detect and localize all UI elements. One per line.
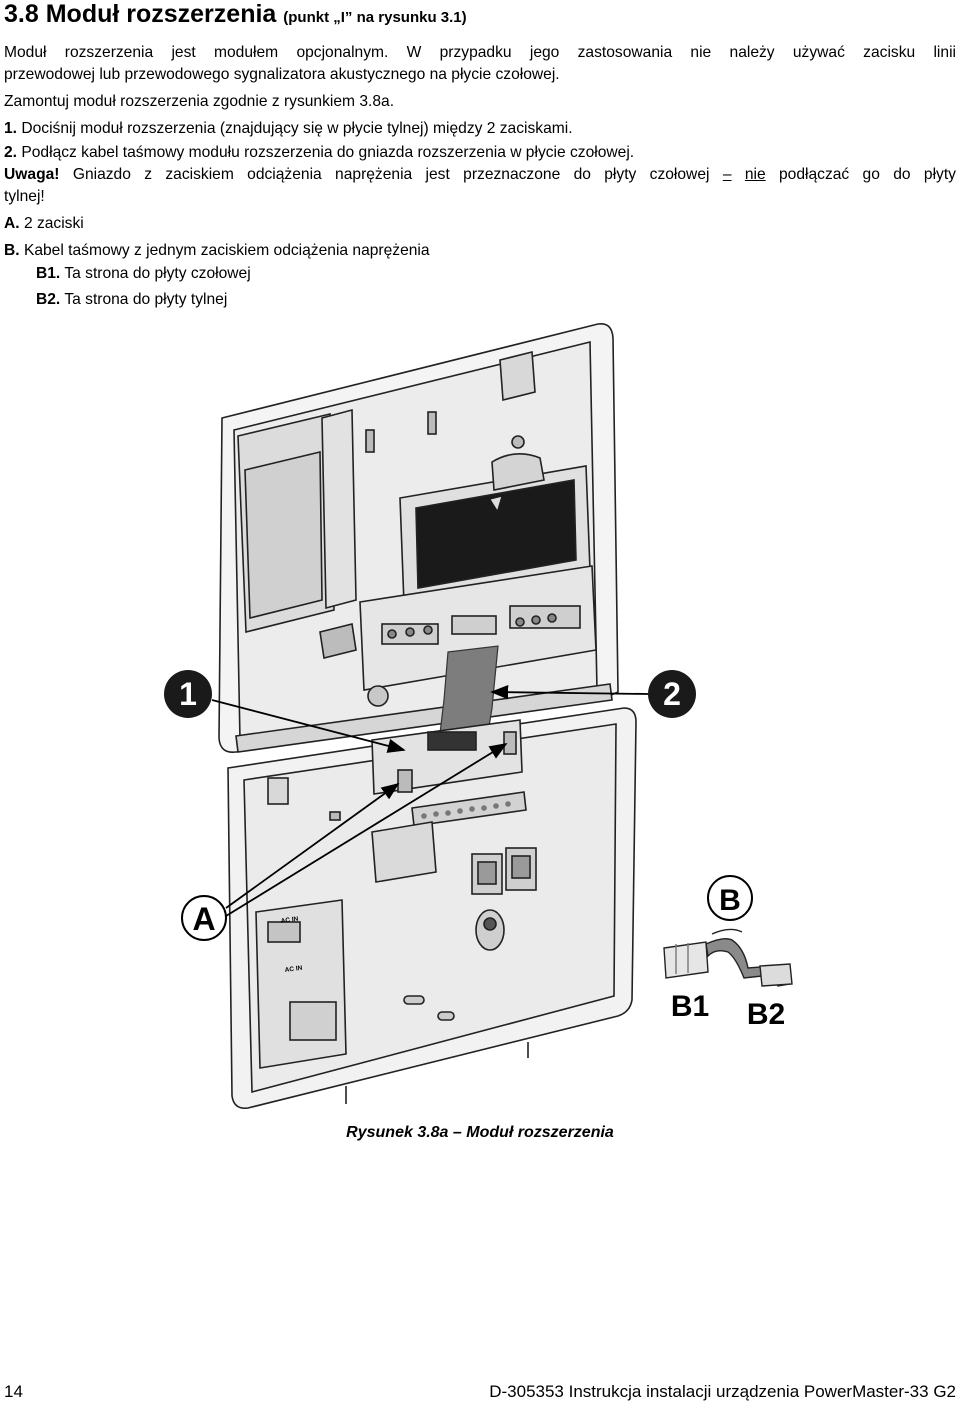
callout-1-label: 1	[179, 676, 197, 712]
expansion-module-figure: AC IN AC IN 1 2 A B	[164, 322, 793, 1110]
warning-label: Uwaga!	[4, 166, 60, 183]
callout-b2-label: B2	[747, 998, 785, 1031]
section-subtitle: (punkt „I” na rysunku 3.1)	[283, 9, 467, 26]
legend-b2-text: Ta strona do płyty tylnej	[64, 291, 228, 308]
legend-a: A. 2 zaciski	[4, 213, 956, 235]
callout-b: B	[707, 875, 753, 921]
step-1-text: Dociśnij moduł rozszerzenia (znajdujący …	[21, 120, 573, 137]
callout-1: 1	[164, 670, 406, 753]
legend-b2-label: B2.	[36, 291, 61, 308]
legend-b: B. Kabel taśmowy z jednym zaciskiem odci…	[4, 240, 956, 262]
warning-text-1: Gniazdo z zaciskiem odciążenia naprężeni…	[72, 166, 710, 183]
step-1: 1. Dociśnij moduł rozszerzenia (znajdują…	[4, 118, 956, 140]
legend-b1-text: Ta strona do płyty czołowej	[64, 265, 251, 282]
section-number: 3.8	[4, 0, 39, 28]
legend-a-label: A.	[4, 215, 20, 232]
step-2-number: 2.	[4, 144, 18, 161]
intro-line-1: Moduł rozszerzenia jest modułem opcjonal…	[4, 44, 956, 61]
legend-b1-label: B1.	[36, 265, 61, 282]
page-number: 14	[4, 1382, 23, 1401]
step-1-number: 1.	[4, 120, 18, 137]
callout-a: A	[181, 743, 508, 941]
section-heading: 3.8 Moduł rozszerzenia (punkt „I” na rys…	[4, 0, 467, 29]
ac-in-label-2: AC IN	[284, 965, 303, 974]
callout-b-label: B	[719, 884, 741, 917]
callout-2-label: 2	[663, 676, 681, 712]
step-2-text: Podłącz kabel taśmowy modułu rozszerzeni…	[21, 144, 635, 161]
legend-b1: B1. Ta strona do płyty czołowej	[36, 263, 960, 285]
warning-line-1: Uwaga! Gniazdo z zaciskiem odciążenia na…	[4, 164, 956, 186]
warning-underlined: nie	[744, 166, 766, 183]
section-title: Moduł rozszerzenia	[45, 0, 277, 28]
callout-b1-label: B1	[671, 990, 709, 1023]
legend-a-text: 2 zaciski	[23, 215, 84, 232]
document-title: D-305353 Instrukcja instalacji urządzeni…	[489, 1382, 956, 1401]
warning-line-2: tylnej!	[4, 188, 45, 205]
step-2: 2. Podłącz kabel taśmowy modułu rozszerz…	[4, 142, 956, 164]
ribbon-cable-detail	[663, 928, 793, 987]
legend-b-text: Kabel taśmowy z jednym zaciskiem odciąże…	[23, 242, 430, 259]
back-panel	[227, 707, 637, 1110]
figure-caption: Rysunek 3.8a – Moduł rozszerzenia	[346, 1124, 614, 1141]
warning-text-2: podłączać go do płyty	[779, 166, 956, 183]
legend-b2: B2. Ta strona do płyty tylnej	[36, 289, 960, 311]
callout-a-label: A	[192, 901, 215, 937]
legend-b-label: B.	[4, 242, 20, 259]
intro-line-2: przewodowej lub przewodowego sygnalizato…	[4, 66, 560, 83]
warning-dash: –	[722, 166, 732, 183]
callout-2: 2	[490, 670, 696, 718]
intro-line-3: Zamontuj moduł rozszerzenia zgodnie z ry…	[4, 93, 395, 110]
ac-in-label-1: AC IN	[280, 916, 299, 925]
front-cover	[218, 322, 619, 754]
